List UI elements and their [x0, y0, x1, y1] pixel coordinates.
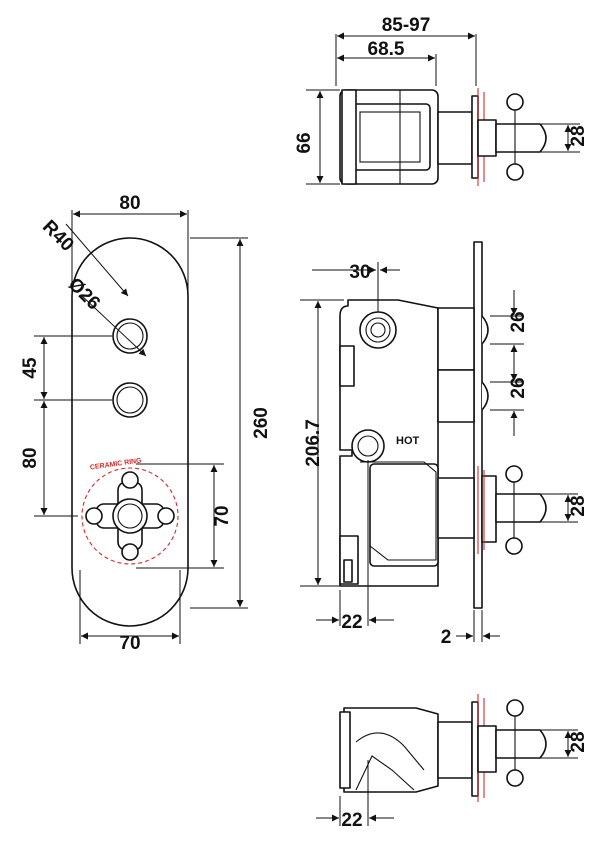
hot-inlet [351, 429, 385, 463]
front-total-height-label: 260 [251, 407, 272, 439]
side-handle-label: 28 [568, 495, 589, 516]
side-depth-label: 22 [341, 612, 362, 633]
top-view: 85-97 68.5 66 28 [294, 15, 589, 186]
top-width-range-label: 85-97 [382, 15, 431, 36]
top-height-label: 66 [294, 132, 315, 153]
side-inlet-offset-label: 30 [349, 262, 370, 283]
front-view-dimensions [34, 210, 248, 644]
side-plate-label: 2 [441, 627, 452, 648]
top-body-width-label: 68.5 [368, 39, 405, 60]
bottom-handle-label: 28 [568, 731, 589, 752]
side-view-body [339, 241, 547, 609]
bottom-view-body [339, 694, 547, 802]
side-view-dimensions [300, 262, 578, 642]
front-spacing-1-label: 45 [20, 357, 41, 379]
front-width-top-label: 80 [119, 193, 140, 214]
front-view: R40 80 Ø26 260 45 80 70 70 CERAMIC RING [20, 193, 272, 654]
ceramic-ring [81, 467, 179, 565]
top-handle-label: 28 [568, 125, 589, 146]
bottom-depth-label: 22 [341, 810, 362, 831]
side-body-height-label: 206.7 [303, 419, 324, 467]
cold-inlet [359, 311, 397, 349]
cross-handle [81, 467, 179, 565]
top-view-dimensions [306, 32, 580, 185]
top-view-body [339, 88, 547, 186]
hot-label: HOT [396, 435, 420, 447]
side-view: HOT [300, 241, 589, 648]
side-button-2-label: 26 [508, 377, 529, 398]
front-spacing-2-label: 80 [20, 447, 41, 468]
bottom-view-dimensions [316, 729, 578, 826]
upper-button [112, 318, 148, 354]
front-ring-label: 70 [212, 505, 233, 526]
side-button-1-label: 26 [508, 311, 529, 332]
lower-button [112, 382, 148, 418]
front-width-bottom-label: 70 [119, 633, 140, 654]
bottom-view: 28 22 [316, 694, 589, 831]
